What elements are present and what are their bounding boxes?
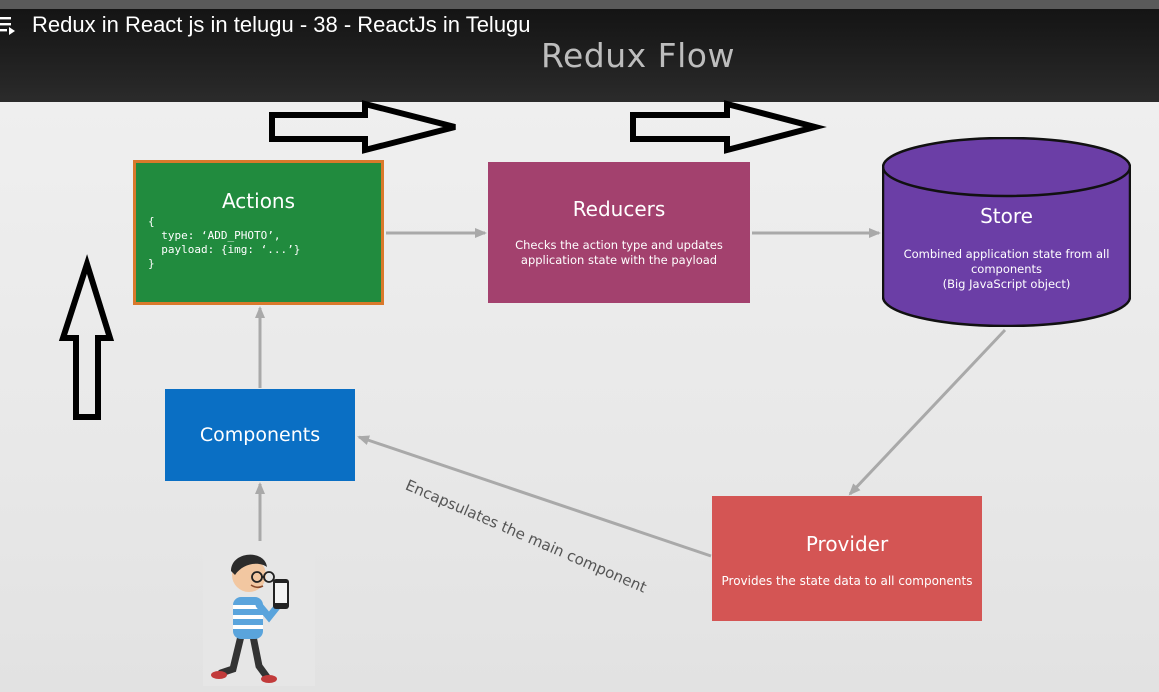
arrow-provider-to-components xyxy=(357,435,712,558)
reducers-title: Reducers xyxy=(572,197,666,221)
hand-drawn-up-arrow xyxy=(58,254,115,420)
user-with-phone-icon xyxy=(211,554,289,683)
action-code-sample: { type: ‘ADD_PHOTO’, payload: {img: ‘...… xyxy=(148,215,301,270)
actions-title: Actions xyxy=(221,189,296,213)
playlist-icon[interactable] xyxy=(0,14,16,38)
arrow-store-to-provider xyxy=(848,328,1007,496)
store-title: Store xyxy=(980,204,1033,228)
reducers-description: Checks the action type and updates appli… xyxy=(488,238,750,268)
store-description-line-2: components xyxy=(970,262,1043,276)
slide-title-band xyxy=(0,9,1159,102)
user-with-phone-illustration xyxy=(203,541,315,686)
store-description-line-3: (Big JavaScript object) xyxy=(942,277,1071,291)
video-progress-strip xyxy=(0,0,1159,9)
reducers-description-line-2: application state with the payload xyxy=(520,253,718,267)
store-description: Combined application state from all comp… xyxy=(882,247,1131,292)
store-description-line-1: Combined application state from all xyxy=(903,247,1110,261)
provider-description: Provides the state data to all component… xyxy=(721,574,973,588)
hand-drawn-right-arrow-2 xyxy=(630,100,827,154)
provider-node: Provider Provides the state data to all … xyxy=(712,496,982,621)
components-title: Components xyxy=(199,424,321,446)
store-node: Store Combined application state from al… xyxy=(882,137,1131,327)
database-cylinder-icon xyxy=(882,137,1131,327)
reducers-node: Reducers Checks the action type and upda… xyxy=(488,162,750,303)
provider-title: Provider xyxy=(805,532,889,556)
reducers-description-line-1: Checks the action type and updates xyxy=(515,238,723,252)
components-node: Components xyxy=(165,389,355,481)
actions-node: Actions { type: ‘ADD_PHOTO’, payload: {i… xyxy=(133,160,384,305)
hand-drawn-right-arrow-1 xyxy=(269,100,456,154)
video-title[interactable]: Redux in React js in telugu - 38 - React… xyxy=(32,12,531,37)
slide-title: Redux Flow xyxy=(541,36,735,75)
